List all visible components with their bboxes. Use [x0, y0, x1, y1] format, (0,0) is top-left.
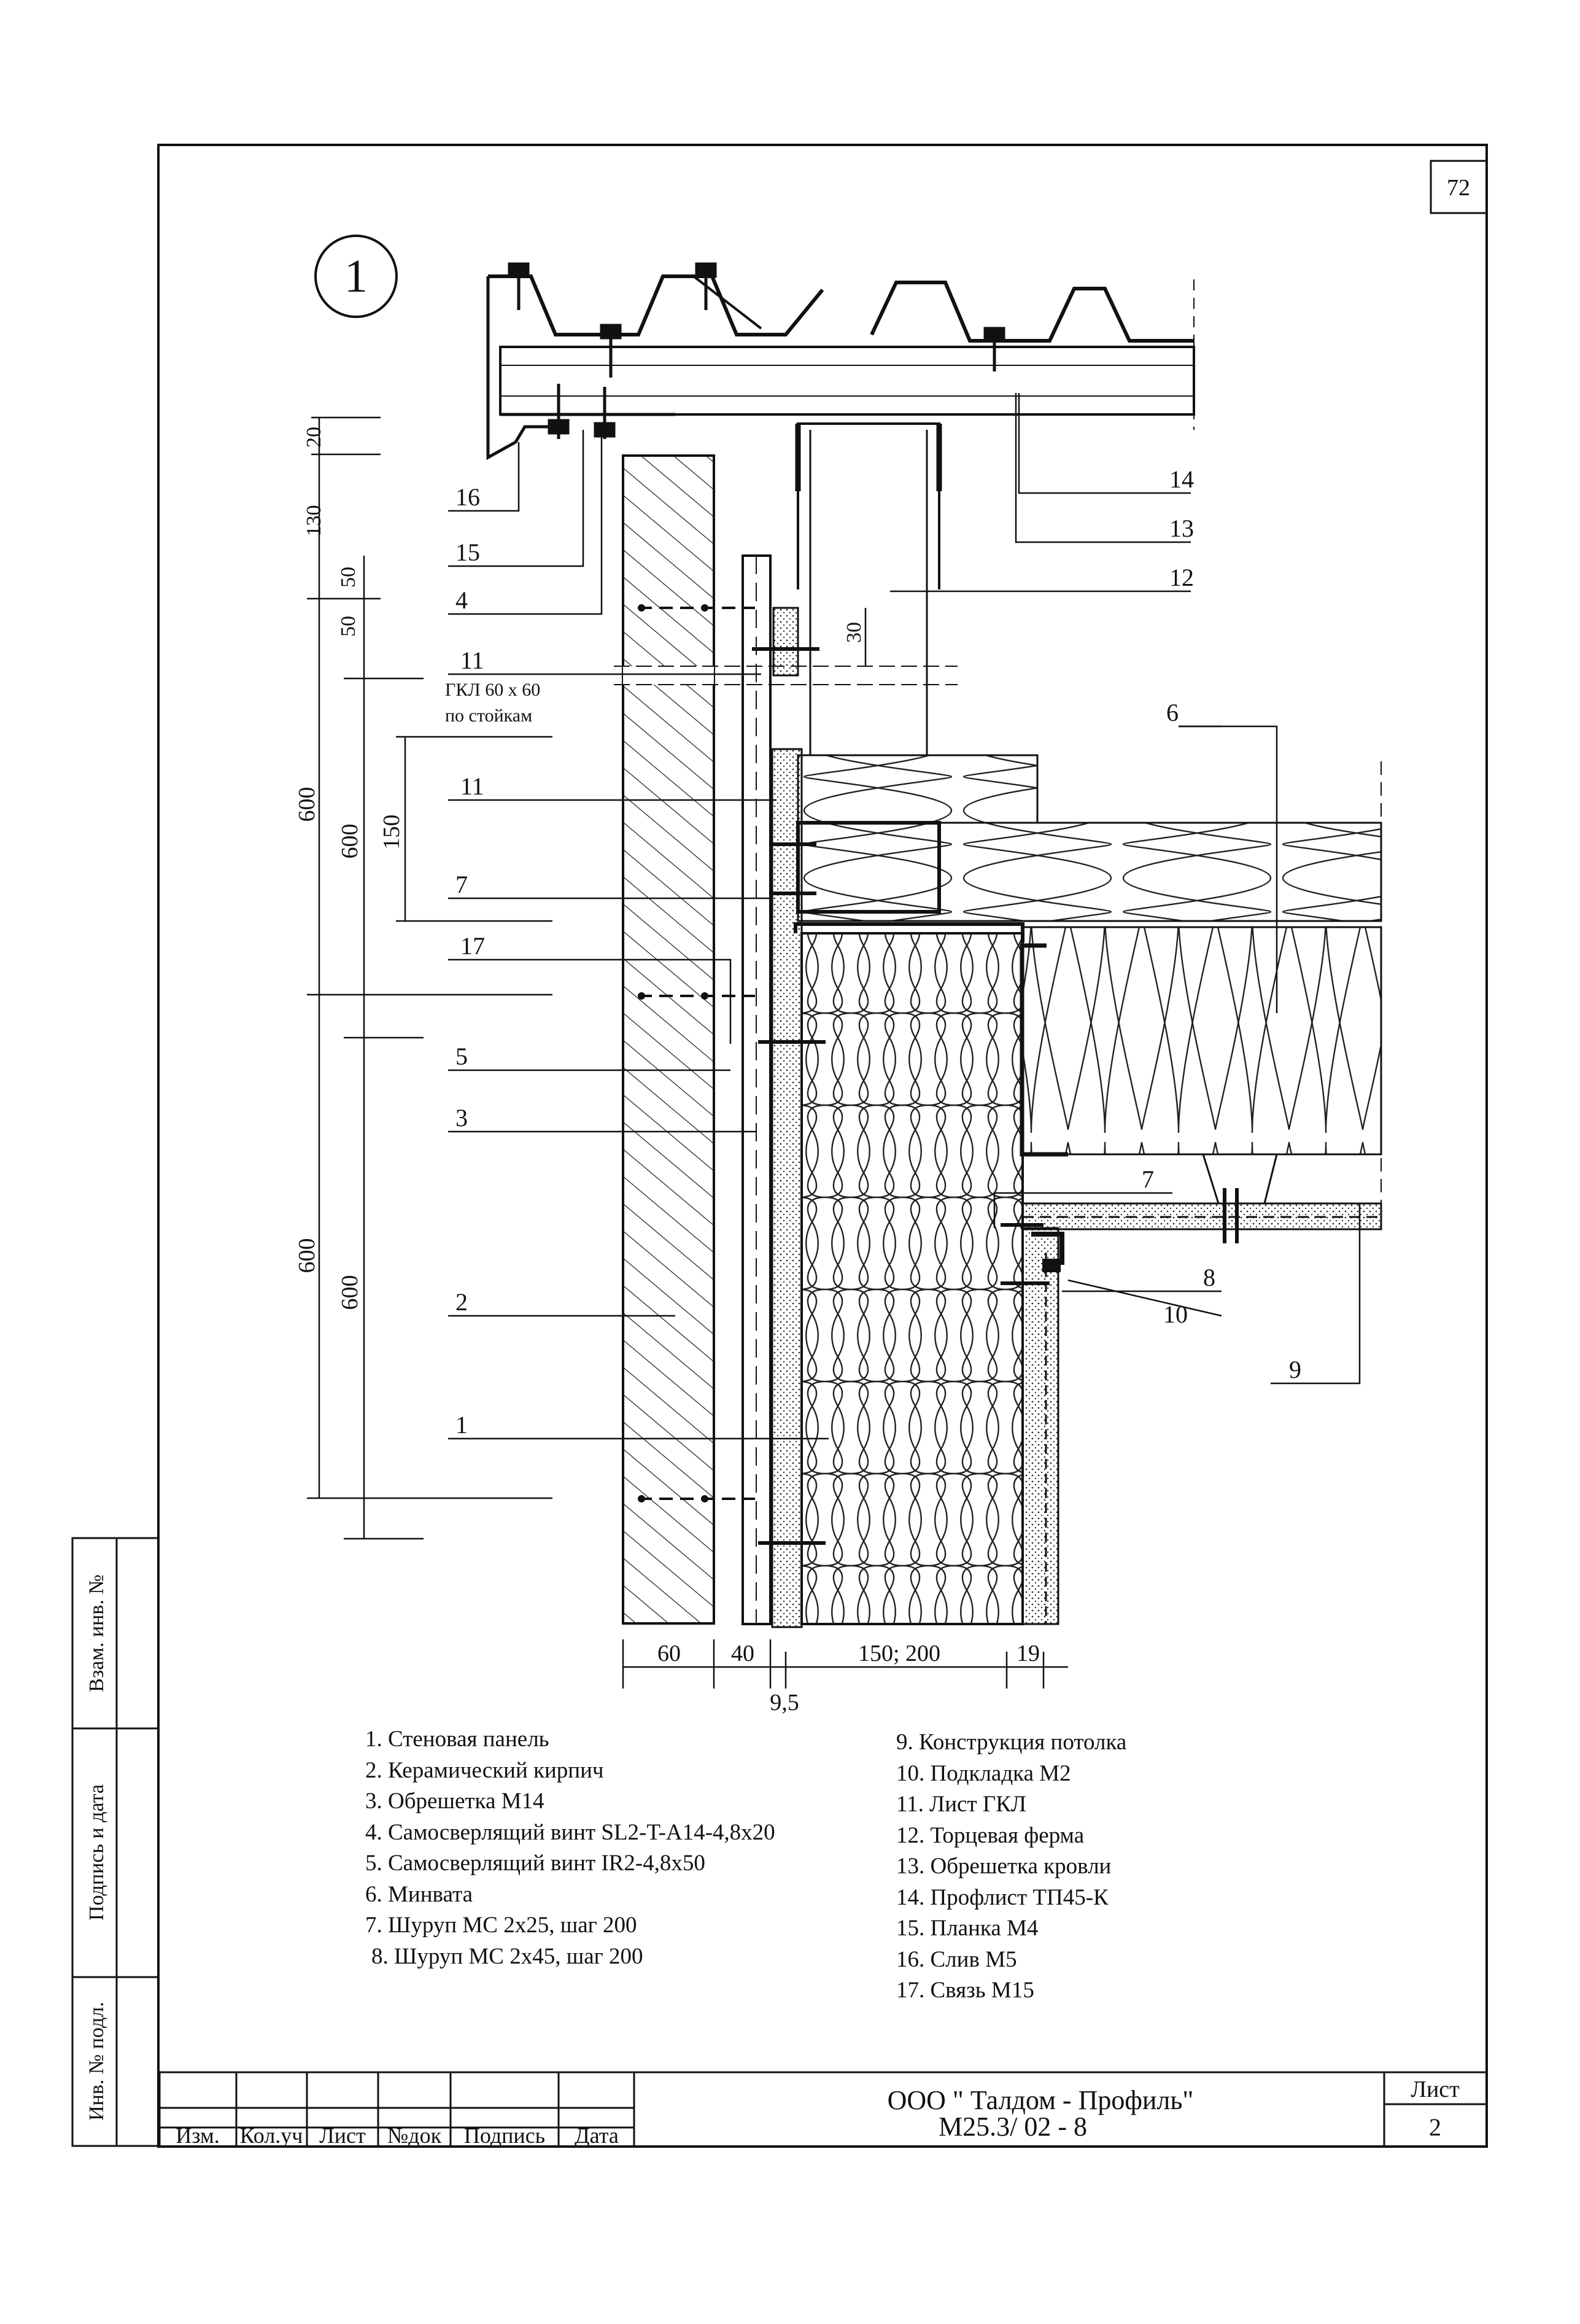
- legend-item: 16. Слив М5: [896, 1946, 1017, 1972]
- company-name: ООО " Талдом - Профиль": [888, 2085, 1194, 2115]
- dim-20: 20: [303, 427, 325, 448]
- legend-item: 11. Лист ГКЛ: [896, 1792, 1027, 1817]
- dimension-labels: 20 130 50 50 30 600 600 150 600 600 60 4…: [294, 427, 1040, 1716]
- legend-item: 14. Профлист ТП45-К: [896, 1884, 1109, 1910]
- callout-9: 9: [1289, 1356, 1301, 1383]
- legend-item: 8. Шуруп МС 2х45, шаг 200: [371, 1943, 643, 1969]
- legend-left: 1. Стеновая панель 2. Керамический кирпи…: [365, 1724, 775, 1972]
- dim-60: 60: [657, 1641, 681, 1666]
- dim-130: 130: [303, 505, 325, 537]
- dim-19: 19: [1017, 1641, 1040, 1666]
- callout-1: 1: [455, 1411, 468, 1439]
- stamp-podpis: Подпись и дата: [85, 1784, 108, 1921]
- legend-item: 2. Керамический кирпич: [365, 1757, 604, 1783]
- legend-item: 10. Подкладка М2: [896, 1760, 1071, 1786]
- note-gkl-line1: ГКЛ 60 х 60: [445, 680, 540, 700]
- dim-50b: 50: [337, 616, 360, 637]
- callout-16: 16: [455, 483, 480, 511]
- dim-50a: 50: [337, 567, 360, 588]
- legend-item: 3. Обрешетка М14: [365, 1789, 544, 1814]
- callout-11-lower: 11: [460, 772, 484, 800]
- sheet-number: 2: [1429, 2113, 1441, 2141]
- dim-600c: 600: [294, 1238, 320, 1273]
- legend-item: 1. Стеновая панель: [365, 1727, 549, 1752]
- batten: [742, 554, 772, 1625]
- col-koluch: Кол.уч: [240, 2123, 303, 2148]
- col-data: Дата: [575, 2123, 619, 2148]
- roof-assembly: [486, 262, 1195, 461]
- col-ndok: №док: [387, 2123, 442, 2148]
- callout-17: 17: [460, 932, 485, 960]
- end-truss: [795, 422, 942, 755]
- legend-item: 13. Обрешетка кровли: [896, 1854, 1112, 1879]
- callout-14: 14: [1169, 465, 1194, 493]
- legend-item: 6. Минвата: [365, 1881, 473, 1907]
- dim-600b: 600: [337, 824, 363, 859]
- wall-panel: [771, 748, 1059, 1628]
- col-izm: Изм.: [176, 2123, 220, 2148]
- dim-600a: 600: [294, 787, 320, 822]
- upper-insulation: [796, 754, 1382, 1228]
- title-block-texts: Изм. Кол.уч Лист №док Подпись Дата ООО "…: [176, 2077, 1460, 2148]
- brick-wall: [614, 454, 958, 1625]
- callout-12: 12: [1169, 564, 1194, 591]
- stamp-vzam: Взам. инв. №: [85, 1574, 108, 1692]
- callout-8: 8: [1203, 1264, 1215, 1291]
- callout-6: 6: [1166, 699, 1179, 726]
- panel-screws: [752, 647, 1239, 1545]
- detail-marker-number: 1: [344, 251, 368, 302]
- callout-13: 13: [1169, 515, 1194, 542]
- dimension-lines: [307, 416, 1068, 1689]
- drawing-code: М25.3/ 02 - 8: [939, 2112, 1087, 2142]
- legend-item: 9. Конструкция потолка: [896, 1730, 1127, 1755]
- detail-marker: [314, 235, 398, 318]
- callout-7-right: 7: [1142, 1165, 1154, 1193]
- title-block: [158, 2071, 1487, 2146]
- legend-item: 17. Связь М15: [896, 1978, 1034, 2003]
- legend-item: 4. Самосверлящий винт SL2-T-A14-4,8x20: [365, 1819, 775, 1845]
- col-podpis: Подпись: [464, 2123, 545, 2148]
- ceiling-construction: [1021, 1154, 1382, 1272]
- col-list: Лист: [319, 2123, 366, 2148]
- legend-item: 15. Планка М4: [896, 1916, 1039, 1941]
- dim-600d: 600: [337, 1275, 363, 1310]
- legend-item: 5. Самосверлящий винт IR2-4,8x50: [365, 1851, 705, 1876]
- dim-9-5: 9,5: [770, 1690, 799, 1716]
- sheet-corner-number: 72: [1447, 175, 1470, 201]
- callout-3: 3: [455, 1104, 468, 1132]
- dim-40: 40: [731, 1641, 754, 1666]
- callout-7-left: 7: [455, 871, 468, 898]
- legend-item: 12. Торцевая ферма: [896, 1822, 1085, 1848]
- legend-right: 9. Конструкция потолка 10. Подкладка М2 …: [896, 1727, 1126, 2007]
- callout-15: 15: [455, 538, 480, 566]
- stamp-inv: Инв. № подл.: [85, 2002, 108, 2121]
- callout-labels: 16 15 4 11 ГКЛ 60 х 60 по стойкам 11 7 1…: [445, 465, 1301, 1439]
- dim-150: 150: [379, 815, 405, 850]
- callout-11-upper: 11: [460, 647, 484, 674]
- side-stamp: [71, 1537, 160, 2147]
- sheet-label: Лист: [1411, 2077, 1460, 2102]
- callout-2: 2: [455, 1288, 468, 1316]
- note-gkl-line2: по стойкам: [445, 705, 532, 726]
- dim-150-200: 150; 200: [858, 1641, 940, 1666]
- dim-30: 30: [843, 622, 866, 643]
- callout-10: 10: [1163, 1300, 1188, 1328]
- callout-4: 4: [455, 586, 468, 614]
- callout-5: 5: [455, 1043, 468, 1070]
- leader-lines: [448, 393, 1361, 1440]
- legend-item: 7. Шуруп МС 2х25, шаг 200: [365, 1913, 637, 1938]
